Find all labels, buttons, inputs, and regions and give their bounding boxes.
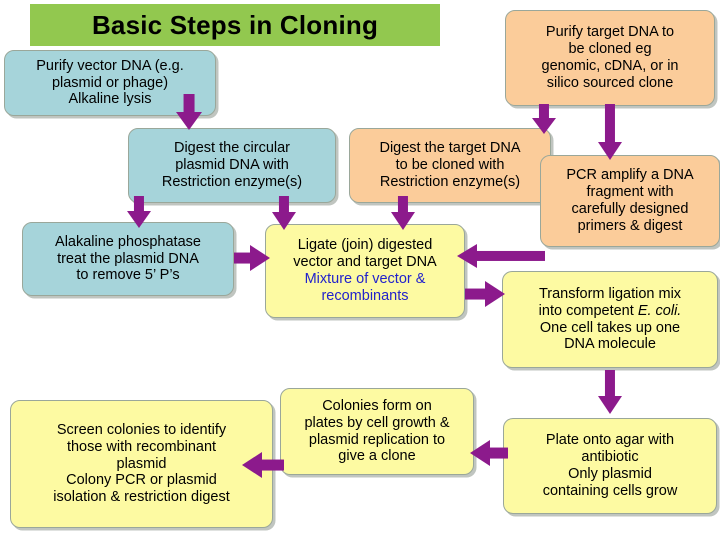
ligate-box-label: Ligate (join) digested vector and target… bbox=[272, 237, 458, 304]
arrow-digest-plasmid-to-phosphatase-head bbox=[127, 211, 151, 228]
arrow-digest-target-to-ligate bbox=[391, 196, 415, 230]
arrow-colonies-to-screen-head bbox=[242, 452, 262, 478]
arrow-plate-to-colonies bbox=[470, 440, 508, 466]
arrow-transform-to-plate bbox=[598, 370, 622, 414]
page-title: Basic Steps in Cloning bbox=[91, 9, 379, 40]
arrow-digest-plasmid-to-phosphatase-shaft bbox=[133, 196, 145, 212]
arrow-phosphatase-to-ligate-head bbox=[250, 245, 270, 271]
pcr-amplify-box-label: PCR amplify a DNA fragment with carefull… bbox=[566, 167, 694, 234]
transform-organism-name: E. coli. bbox=[637, 302, 682, 319]
arrow-purify-target-to-pcr bbox=[598, 104, 622, 160]
transform-text-post: One cell takes up one DNA molecule bbox=[539, 319, 681, 353]
arrow-digest-plasmid-to-phosphatase bbox=[127, 196, 151, 228]
plate-onto-agar-box: Plate onto agar with antibiotic Only pla… bbox=[503, 418, 717, 514]
screen-colonies-box: Screen colonies to identify those with r… bbox=[10, 400, 273, 528]
purify-vector-dna-box-label: Purify vector DNA (e.g. plasmid or phage… bbox=[36, 57, 184, 108]
arrow-digest-target-to-ligate-shaft bbox=[397, 196, 409, 213]
digest-plasmid-dna-box-label: Digest the circular plasmid DNA with Res… bbox=[161, 140, 303, 190]
arrow-phosphatase-to-ligate-shaft bbox=[234, 252, 251, 264]
ligate-box: Ligate (join) digested vector and target… bbox=[265, 224, 465, 318]
arrow-pcr-to-ligate-head bbox=[457, 244, 477, 268]
arrow-purify-target-to-pcr-head bbox=[598, 142, 622, 160]
arrow-transform-to-plate-shaft bbox=[604, 370, 616, 397]
arrow-pcr-to-ligate-shaft bbox=[476, 250, 545, 262]
arrow-ligate-to-transform-head bbox=[485, 281, 505, 307]
arrow-phosphatase-to-ligate bbox=[234, 245, 270, 271]
ligate-blue-text: Mixture of vector & recombinants bbox=[304, 271, 426, 304]
colonies-form-box-label: Colonies form on plates by cell growth &… bbox=[304, 397, 450, 465]
pcr-amplify-box: PCR amplify a DNA fragment with carefull… bbox=[540, 155, 720, 247]
arrow-pcr-to-ligate bbox=[457, 244, 545, 268]
transform-ligation-mix-box-label: Transform ligation mix into competent E.… bbox=[509, 286, 711, 353]
arrow-digest-plasmid-to-ligate-shaft bbox=[278, 196, 290, 213]
arrow-ligate-to-transform bbox=[465, 281, 505, 307]
arrow-purify-target-to-pcr-shaft bbox=[604, 104, 616, 143]
arrow-colonies-to-screen-shaft bbox=[261, 459, 284, 471]
arrow-ligate-to-transform-shaft bbox=[465, 288, 486, 300]
alkaline-phosphatase-box-label: Alakaline phosphatase treat the plasmid … bbox=[55, 233, 201, 284]
colonies-form-box: Colonies form on plates by cell growth &… bbox=[280, 388, 474, 475]
arrow-purify-target-to-digest-target-shaft bbox=[538, 104, 550, 119]
transform-ligation-mix-box: Transform ligation mix into competent E.… bbox=[502, 271, 718, 368]
arrow-digest-plasmid-to-ligate bbox=[272, 196, 296, 230]
slide-title-banner: Basic Steps in Cloning bbox=[30, 4, 440, 46]
plate-onto-agar-box-label: Plate onto agar with antibiotic Only pla… bbox=[542, 432, 678, 499]
purify-target-dna-box: Purify target DNA to be cloned eg genomi… bbox=[505, 10, 715, 106]
screen-colonies-box-label: Screen colonies to identify those with r… bbox=[53, 421, 230, 506]
transform-text-pre: Transform ligation mix into competent bbox=[538, 285, 682, 319]
arrow-transform-to-plate-head bbox=[598, 396, 622, 414]
arrow-purify-vector-to-digest-plasmid-head bbox=[176, 112, 202, 130]
digest-plasmid-dna-box: Digest the circular plasmid DNA with Res… bbox=[128, 128, 336, 203]
digest-target-dna-box: Digest the target DNA to be cloned with … bbox=[349, 128, 551, 203]
arrow-digest-plasmid-to-ligate-head bbox=[272, 212, 296, 230]
arrow-digest-target-to-ligate-head bbox=[391, 212, 415, 230]
alkaline-phosphatase-box: Alakaline phosphatase treat the plasmid … bbox=[22, 222, 234, 296]
arrow-purify-target-to-digest-target-head bbox=[532, 118, 556, 134]
arrow-purify-vector-to-digest-plasmid-shaft bbox=[183, 94, 195, 113]
arrow-plate-to-colonies-shaft bbox=[489, 447, 508, 459]
arrow-purify-target-to-digest-target bbox=[532, 104, 556, 134]
purify-vector-dna-box: Purify vector DNA (e.g. plasmid or phage… bbox=[4, 50, 216, 116]
arrow-plate-to-colonies-head bbox=[470, 440, 490, 466]
digest-target-dna-box-label: Digest the target DNA to be cloned with … bbox=[379, 140, 521, 190]
ligate-black-text: Ligate (join) digested vector and target… bbox=[293, 237, 437, 271]
arrow-purify-vector-to-digest-plasmid bbox=[176, 94, 202, 130]
purify-target-dna-box-label: Purify target DNA to be cloned eg genomi… bbox=[541, 24, 679, 91]
arrow-colonies-to-screen bbox=[242, 452, 284, 478]
